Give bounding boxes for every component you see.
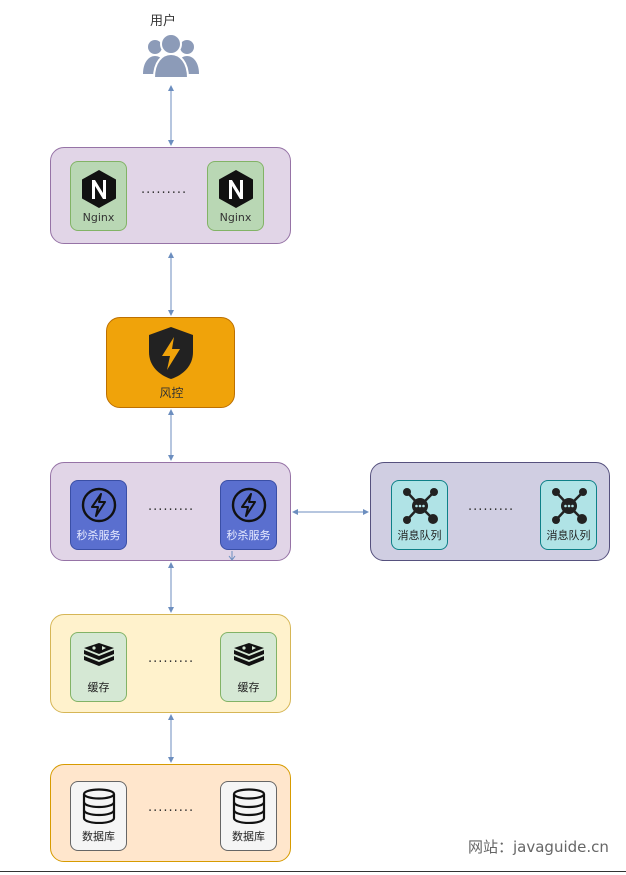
watermark: 网站：javaguide.cn [468,838,609,856]
seckill-service-group: 秒杀服务 ········· 秒杀服务 [50,462,291,561]
message-queue-label: 消息队列 [397,529,442,542]
users-icon [143,33,199,78]
shield-lightning-icon [149,327,193,379]
database-icon [232,788,266,824]
message-queue-icon [403,488,438,524]
cache-group: 缓存 ········· 缓存 [50,614,291,713]
database-node-2: 数据库 [220,781,277,851]
cache-node-2: 缓存 [220,632,277,702]
nginx-group: Nginx ········· Nginx [50,147,291,244]
nginx-icon [219,170,253,208]
cache-node-1: 缓存 [70,632,127,702]
seckill-service-label: 秒杀服务 [76,529,121,542]
database-label: 数据库 [82,830,115,843]
cache-label: 缓存 [87,681,110,694]
nginx-label: Nginx [219,211,252,224]
message-queue-icon [552,488,587,524]
message-queue-node-1: 消息队列 [391,480,448,550]
bottom-rule [0,871,626,872]
small-down-arrow [228,551,236,561]
nginx-node-2: Nginx [207,161,264,231]
database-label: 数据库 [232,830,265,843]
nginx-node-1: Nginx [70,161,127,231]
message-queue-group: 消息队列 ········· 消息队列 [370,462,610,561]
database-icon [82,788,116,824]
nginx-icon [82,170,116,208]
risk-control-node: 风控 [106,317,235,408]
service-ellipsis: ········· [148,503,195,518]
seckill-service-label: 秒杀服务 [226,529,271,542]
lightning-circle-icon [231,487,267,523]
cache-label: 缓存 [237,681,260,694]
database-group: 数据库 ········· 数据库 [50,764,291,862]
db-ellipsis: ········· [148,804,195,819]
nginx-ellipsis: ········· [141,186,188,201]
seckill-service-node-1: 秒杀服务 [70,480,127,550]
mq-ellipsis: ········· [468,503,515,518]
message-queue-node-2: 消息队列 [540,480,597,550]
nginx-label: Nginx [82,211,115,224]
risk-label: 风控 [159,386,184,400]
redis-icon [234,643,264,666]
database-node-1: 数据库 [70,781,127,851]
redis-icon [84,643,114,666]
lightning-circle-icon [81,487,117,523]
message-queue-label: 消息队列 [546,529,591,542]
seckill-service-node-2: 秒杀服务 [220,480,277,550]
cache-ellipsis: ········· [148,655,195,670]
user-label: 用户 [150,14,177,29]
